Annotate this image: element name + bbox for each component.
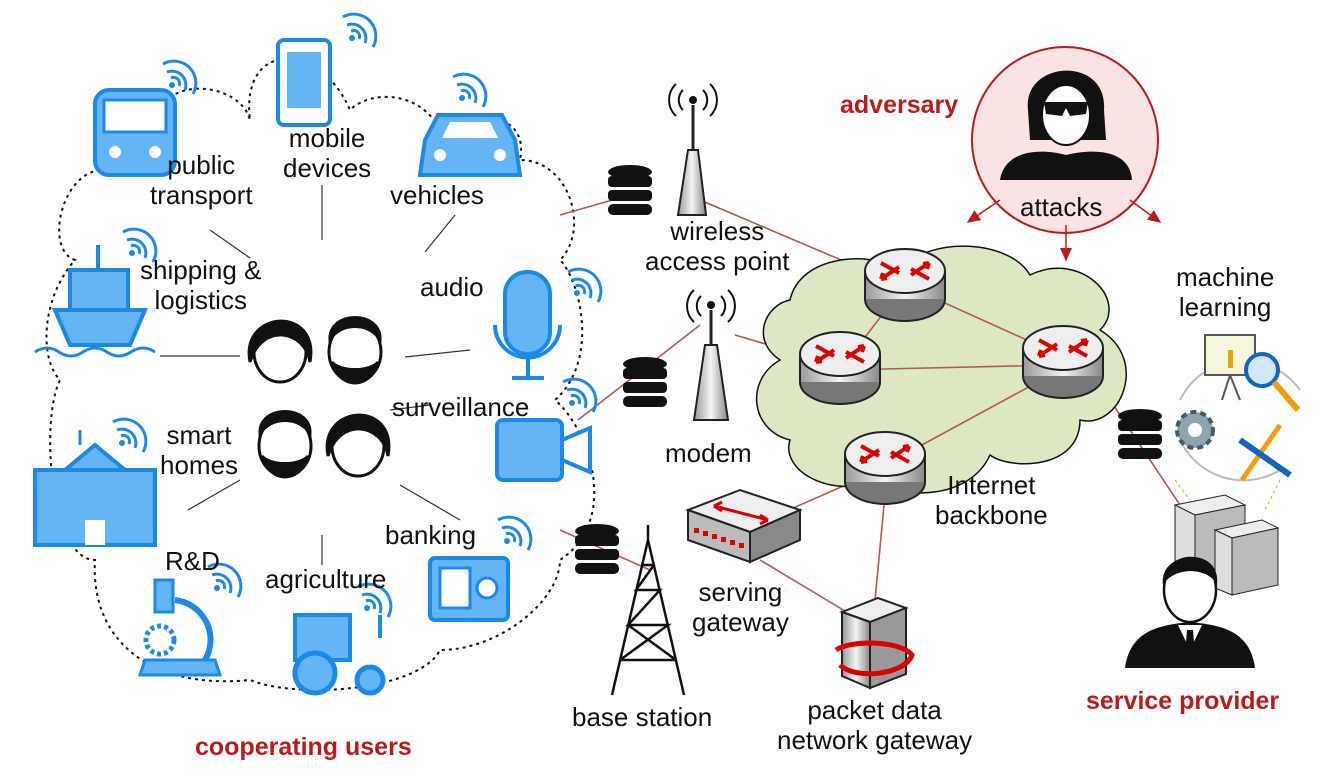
label-shipping: shipping &logistics	[140, 255, 262, 315]
database-icon	[575, 524, 619, 574]
service-provider-icon	[1125, 556, 1255, 668]
user-avatars	[247, 316, 391, 479]
building-icon	[33, 417, 157, 547]
woman-avatar	[247, 319, 313, 384]
database-icon	[623, 357, 667, 407]
label-vehicles: vehicles	[390, 180, 484, 210]
label-agriculture: agriculture	[265, 564, 387, 594]
tablet-icon	[276, 12, 378, 127]
label-cooperating-users: cooperating users	[195, 733, 412, 761]
label-banking: banking	[385, 520, 477, 550]
router-icon	[843, 430, 927, 506]
server-rack-icon	[1173, 494, 1280, 596]
tractor-icon	[292, 582, 393, 696]
attack-arrows	[966, 199, 1162, 262]
database-icon	[1118, 409, 1162, 459]
bus-icon	[93, 59, 198, 177]
label-attacks: attacks	[1020, 192, 1103, 222]
label-adversary: adversary	[840, 91, 959, 119]
gears-icon	[1175, 410, 1215, 450]
cell-tower-icon	[610, 525, 686, 696]
video-camera-icon	[495, 377, 598, 482]
user-connectors	[160, 185, 471, 565]
access-point-icon	[668, 83, 718, 216]
label-service-provider: service provider	[1086, 687, 1280, 715]
label-modem: modem	[665, 438, 752, 468]
modem-icon	[686, 289, 736, 421]
router-icon	[798, 330, 882, 406]
bearded-man-avatar	[257, 410, 313, 479]
label-rd: R&D	[165, 546, 220, 576]
database-icon	[608, 165, 652, 215]
wrench-screwdriver-icon	[1238, 423, 1292, 482]
magnifier-icon	[1244, 352, 1301, 412]
label-audio: audio	[420, 272, 484, 302]
label-surveillance: surveillance	[392, 392, 530, 422]
label-base-station: base station	[572, 702, 713, 732]
backbone-cloud	[755, 245, 1127, 494]
microscope-icon	[137, 562, 243, 677]
router-icon	[863, 247, 947, 323]
ship-icon	[34, 227, 158, 358]
bearded-man-avatar	[327, 316, 383, 385]
server-tower-icon	[834, 596, 915, 690]
microphone-icon	[493, 267, 603, 380]
hacker-icon	[1000, 70, 1132, 180]
router-icon	[1021, 324, 1105, 400]
ml-cluster	[1174, 334, 1301, 511]
car-icon	[417, 72, 523, 177]
gateway-switch-icon	[685, 488, 803, 564]
safe-icon	[428, 515, 533, 622]
woman-avatar	[325, 413, 391, 478]
